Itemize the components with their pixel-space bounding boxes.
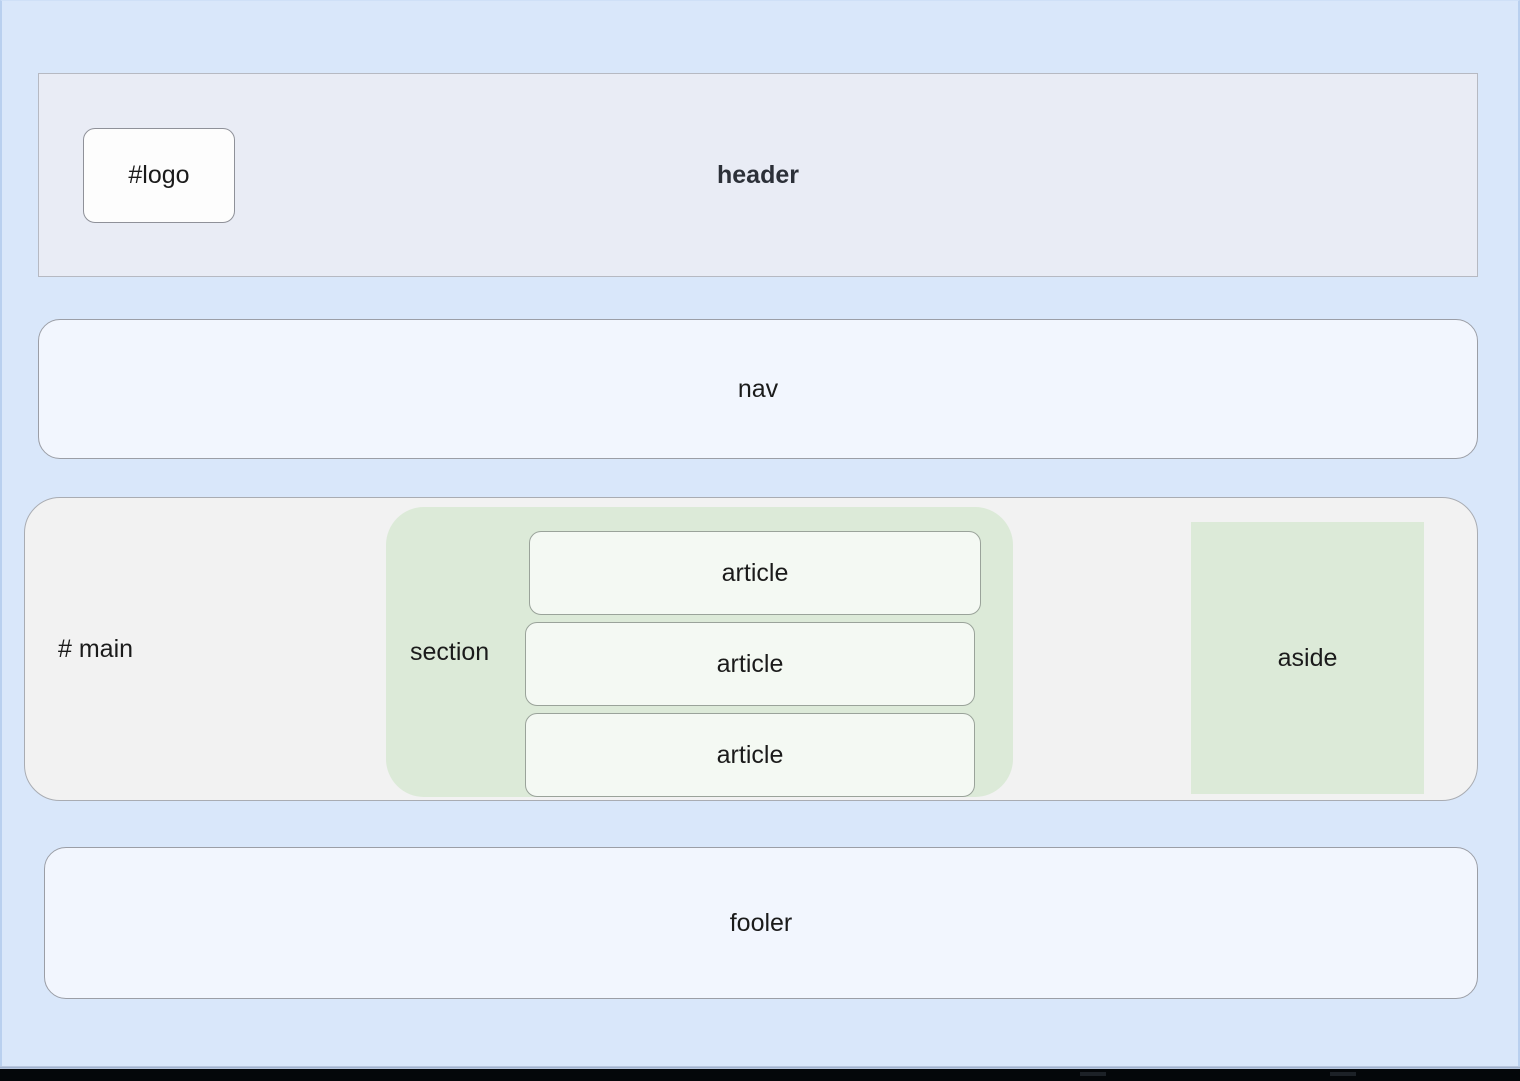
footer-region: fooler (44, 847, 1478, 999)
article-box: article (525, 622, 975, 706)
aside-region: aside (1191, 522, 1424, 794)
bottom-divider (0, 1066, 1520, 1069)
header-title: header (717, 160, 799, 189)
bottom-edge-strip (0, 1069, 1520, 1081)
footer-label: fooler (729, 908, 793, 937)
article-box: article (529, 531, 981, 615)
divider-line (0, 1067, 1520, 1068)
nav-region: nav (38, 319, 1478, 459)
logo-box[interactable]: #logo (83, 128, 235, 223)
edge-speck (1080, 1072, 1106, 1076)
logo-label: #logo (128, 161, 190, 189)
section-label: section (410, 637, 490, 666)
nav-label: nav (737, 374, 779, 403)
header-region: header #logo (38, 73, 1478, 277)
main-label: # main (58, 634, 134, 663)
edge-speck (1330, 1072, 1356, 1076)
article-box: article (525, 713, 975, 797)
main-region: # main section article article article a… (24, 497, 1478, 801)
section-region: section article article article (386, 507, 1013, 797)
